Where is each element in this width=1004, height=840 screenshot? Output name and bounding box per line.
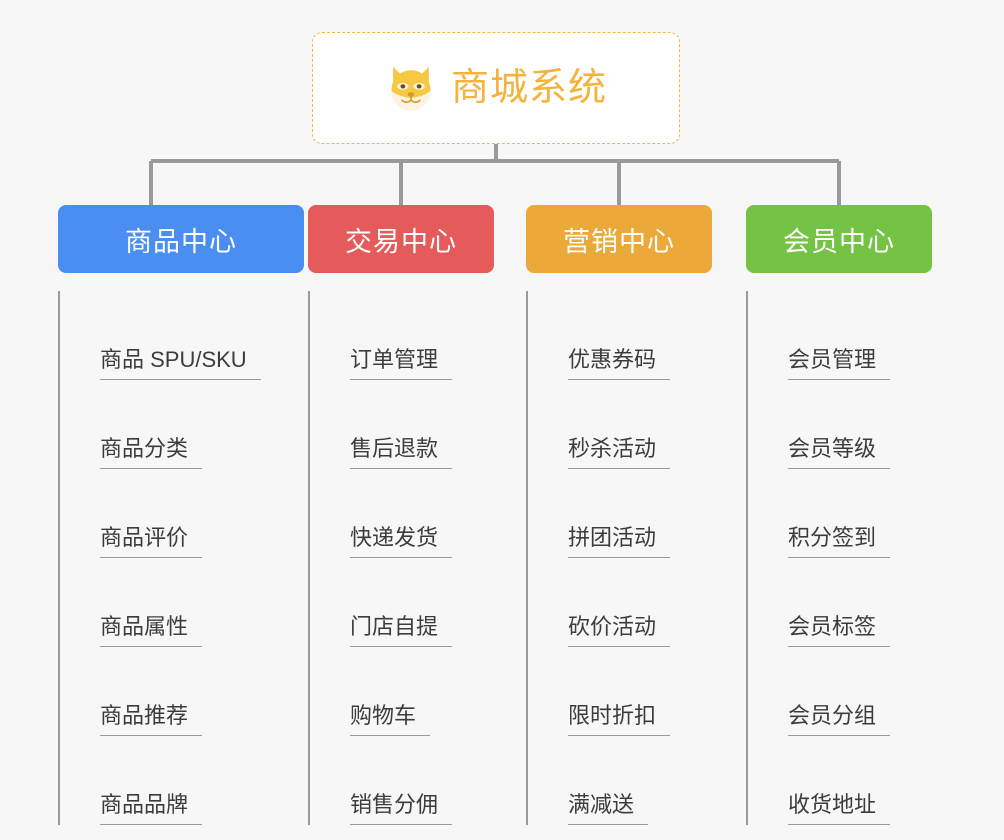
list-item[interactable]: 会员管理: [750, 291, 932, 380]
list-item[interactable]: 购物车: [312, 647, 494, 736]
leaf-label: 会员管理: [788, 347, 891, 380]
leaf-label: 快递发货: [350, 525, 453, 558]
leaf-label: 商品品牌: [100, 792, 203, 825]
leaf-label: 收货地址: [788, 792, 891, 825]
category-header-label: 会员中心: [783, 226, 895, 257]
leaf-label: 商品推荐: [100, 703, 203, 736]
list-item[interactable]: 收货地址: [750, 736, 932, 825]
leaf-label: 商品分类: [100, 436, 203, 469]
list-item[interactable]: 商品品牌: [62, 736, 304, 825]
list-item[interactable]: 商品 SPU/SKU: [62, 291, 304, 380]
leaf-list: 订单管理 售后退款 快递发货 门店自提 购物车 销售分佣: [308, 291, 494, 825]
leaf-label: 商品 SPU/SKU: [100, 347, 261, 380]
leaf-label: 积分签到: [788, 525, 891, 558]
list-item[interactable]: 订单管理: [312, 291, 494, 380]
list-item[interactable]: 销售分佣: [312, 736, 494, 825]
list-item[interactable]: 会员等级: [750, 380, 932, 469]
leaf-label: 售后退款: [350, 436, 453, 469]
list-item[interactable]: 商品属性: [62, 558, 304, 647]
leaf-list: 商品 SPU/SKU 商品分类 商品评价 商品属性 商品推荐 商品品牌: [58, 291, 304, 825]
leaf-label: 秒杀活动: [568, 436, 671, 469]
leaf-label: 订单管理: [350, 347, 453, 380]
list-item[interactable]: 快递发货: [312, 469, 494, 558]
category-header-yingxiao[interactable]: 营销中心: [526, 205, 712, 273]
leaf-label: 会员分组: [788, 703, 891, 736]
leaf-label: 购物车: [350, 703, 431, 736]
leaf-label: 满减送: [568, 792, 649, 825]
category-header-label: 营销中心: [563, 226, 675, 257]
leaf-label: 砍价活动: [568, 614, 671, 647]
list-item[interactable]: 优惠券码: [530, 291, 712, 380]
root-node[interactable]: 商城系统: [312, 32, 680, 144]
category-header-label: 交易中心: [345, 226, 457, 257]
leaf-label: 商品属性: [100, 614, 203, 647]
leaf-list: 优惠券码 秒杀活动 拼团活动 砍价活动 限时折扣 满减送: [526, 291, 712, 825]
category-column-yingxiao: 营销中心 优惠券码 秒杀活动 拼团活动 砍价活动 限时折扣 满减送: [526, 205, 712, 825]
category-column-shangpin: 商品中心 商品 SPU/SKU 商品分类 商品评价 商品属性 商品推荐 商品品牌: [58, 205, 304, 825]
category-header-jiaoyi[interactable]: 交易中心: [308, 205, 494, 273]
list-item[interactable]: 会员分组: [750, 647, 932, 736]
list-item[interactable]: 砍价活动: [530, 558, 712, 647]
category-header-huiyuan[interactable]: 会员中心: [746, 205, 932, 273]
leaf-label: 优惠券码: [568, 347, 671, 380]
category-header-label: 商品中心: [125, 226, 237, 257]
leaf-label: 门店自提: [350, 614, 453, 647]
list-item[interactable]: 售后退款: [312, 380, 494, 469]
list-item[interactable]: 满减送: [530, 736, 712, 825]
root-title: 商城系统: [450, 67, 607, 109]
leaf-label: 商品评价: [100, 525, 203, 558]
list-item[interactable]: 秒杀活动: [530, 380, 712, 469]
list-item[interactable]: 商品分类: [62, 380, 304, 469]
leaf-label: 销售分佣: [350, 792, 453, 825]
leaf-label: 会员等级: [788, 436, 891, 469]
list-item[interactable]: 商品推荐: [62, 647, 304, 736]
category-column-jiaoyi: 交易中心 订单管理 售后退款 快递发货 门店自提 购物车 销售分佣: [308, 205, 494, 825]
leaf-label: 拼团活动: [568, 525, 671, 558]
list-item[interactable]: 商品评价: [62, 469, 304, 558]
list-item[interactable]: 会员标签: [750, 558, 932, 647]
list-item[interactable]: 拼团活动: [530, 469, 712, 558]
shiba-dog-icon: [391, 66, 431, 111]
leaf-list: 会员管理 会员等级 积分签到 会员标签 会员分组 收货地址: [746, 291, 932, 825]
list-item[interactable]: 限时折扣: [530, 647, 712, 736]
category-header-shangpin[interactable]: 商品中心: [58, 205, 304, 273]
leaf-label: 限时折扣: [568, 703, 671, 736]
category-column-huiyuan: 会员中心 会员管理 会员等级 积分签到 会员标签 会员分组 收货地址: [746, 205, 932, 825]
list-item[interactable]: 积分签到: [750, 469, 932, 558]
list-item[interactable]: 门店自提: [312, 558, 494, 647]
leaf-label: 会员标签: [788, 614, 891, 647]
